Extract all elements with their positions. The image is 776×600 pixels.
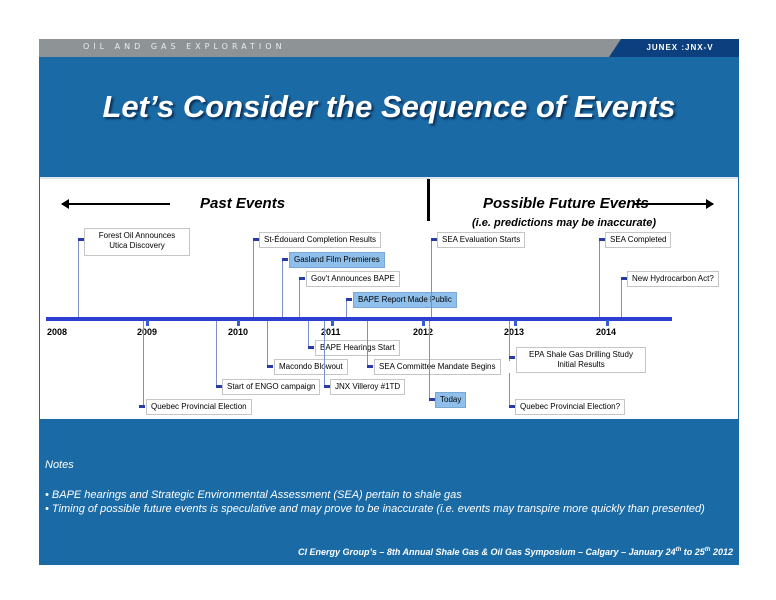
event-connector [509, 321, 510, 361]
event-sea-starts: SEA Evaluation Starts [437, 232, 526, 248]
event-connector [267, 321, 268, 368]
event-connector [509, 373, 510, 406]
event-new-hydrocarbon-act: New Hydrocarbon Act? [627, 271, 719, 287]
event-today: Today [435, 392, 467, 408]
header-bar: OIL AND GAS EXPLORATION JUNEX :JNX-V [39, 39, 739, 57]
event-connector [282, 259, 283, 317]
event-marker [216, 385, 222, 388]
note-item: • Timing of possible future events is sp… [45, 503, 705, 515]
event-marker [139, 405, 145, 408]
event-sea-completed: SEA Completed [605, 232, 672, 248]
header-right-text: JUNEX :JNX-V [621, 39, 739, 57]
footer-mid: to 25 [681, 547, 705, 557]
event-connector [431, 239, 432, 317]
footer-sup: th [675, 547, 682, 553]
event-gasland: Gasland Film Premieres [289, 252, 385, 268]
future-arrow [633, 199, 714, 209]
timeline-axis [46, 317, 672, 321]
year-2008: 2008 [47, 327, 68, 337]
tick-2013 [514, 320, 517, 326]
event-bape-hearings: BAPE Hearings Start [315, 340, 400, 356]
event-connector [429, 321, 430, 399]
event-connector [299, 278, 300, 317]
event-epa-study: EPA Shale Gas Drilling Study Initial Res… [516, 347, 646, 373]
event-connector [253, 239, 254, 317]
header-left-text: OIL AND GAS EXPLORATION [83, 42, 286, 51]
event-connector [216, 321, 217, 388]
slide-body: Let’s Consider the Sequence of Events Pa… [39, 57, 739, 565]
event-marker [324, 385, 330, 388]
notes-heading: Notes [45, 459, 74, 471]
tick-2009 [146, 320, 149, 326]
event-connector [308, 321, 309, 347]
event-connector [346, 299, 347, 317]
event-marker [599, 238, 605, 241]
event-connector [78, 239, 79, 317]
present-divider [427, 179, 430, 221]
event-forest-oil: Forest Oil Announces Utica Discovery [84, 228, 190, 256]
footer-main: CI Energy Group’s – 8th Annual Shale Gas… [297, 547, 676, 557]
timeline-panel: Past Events Possible Future Events (i.e.… [40, 177, 738, 419]
event-connector [324, 321, 325, 388]
event-sea-committee: SEA Committee Mandate Begins [374, 359, 501, 375]
event-jnx-villeroy: JNX Villeroy #1TD [330, 379, 406, 395]
event-macondo: Macondo Blowout [274, 359, 348, 375]
event-quebec-election: Quebec Provincial Election [146, 399, 252, 415]
event-marker [308, 346, 314, 349]
event-marker [431, 238, 437, 241]
event-connector [367, 321, 368, 368]
event-marker [509, 405, 515, 408]
tick-2011 [331, 320, 334, 326]
event-marker [621, 277, 627, 280]
event-bape-report: BAPE Report Made Public [353, 292, 457, 308]
event-marker [509, 356, 515, 359]
event-connector [143, 321, 144, 406]
event-marker [267, 365, 273, 368]
event-quebec-election-future: Quebec Provincial Election? [515, 399, 626, 415]
tick-2012 [422, 320, 425, 326]
event-govt-bape: Gov't Announces BAPE [306, 271, 400, 287]
year-2011: 2011 [321, 327, 341, 337]
note-item: • BAPE hearings and Strategic Environmen… [45, 489, 462, 501]
past-arrow [61, 199, 170, 209]
year-2013: 2013 [504, 327, 525, 337]
event-engo-campaign: Start of ENGO campaign [222, 379, 321, 395]
footer-text: CI Energy Group’s – 8th Annual Shale Gas… [298, 547, 733, 557]
event-marker [346, 298, 352, 301]
future-events-heading: Possible Future Events [483, 195, 649, 212]
event-st-edouard: St-Édouard Completion Results [259, 232, 382, 248]
tick-2010 [237, 320, 240, 326]
slide-title: Let’s Consider the Sequence of Events [102, 89, 676, 124]
year-2012: 2012 [413, 327, 434, 337]
event-connector [621, 278, 622, 317]
year-2014: 2014 [596, 327, 617, 337]
header-notch [609, 39, 621, 57]
event-marker [429, 398, 435, 401]
event-marker [282, 258, 288, 261]
past-events-heading: Past Events [200, 195, 286, 212]
footer-sup: th [704, 547, 711, 553]
event-marker [299, 277, 305, 280]
year-2009: 2009 [137, 327, 158, 337]
event-marker [367, 365, 373, 368]
event-marker [78, 238, 84, 241]
future-events-subheading: (i.e. predictions may be inaccurate) [472, 217, 657, 229]
tick-2014 [606, 320, 609, 326]
event-connector [599, 239, 600, 317]
event-marker [253, 238, 259, 241]
footer-end: 2012 [710, 547, 733, 557]
year-2010: 2010 [228, 327, 249, 337]
